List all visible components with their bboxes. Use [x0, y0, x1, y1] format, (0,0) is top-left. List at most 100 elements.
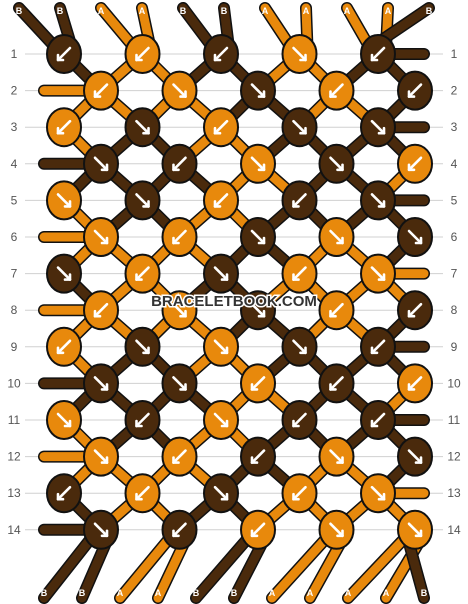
arrow-head-icon — [299, 126, 307, 135]
arrow-head-icon — [292, 419, 300, 428]
arrow-head-icon — [370, 419, 379, 428]
knot — [203, 107, 239, 148]
knot — [360, 107, 396, 148]
arrow-head-icon — [56, 492, 65, 501]
bottom-strand-letter: B — [79, 588, 86, 598]
thread-segment — [191, 531, 255, 603]
arrow-head-icon — [414, 236, 423, 245]
arrow-down-left-icon — [292, 412, 307, 428]
row-number-right: 9 — [451, 340, 458, 354]
thread-segment — [343, 531, 412, 603]
knot — [203, 326, 239, 367]
arrow-head-icon — [142, 346, 150, 355]
knot — [318, 509, 355, 550]
arrow-head-icon — [220, 346, 229, 355]
row-number-left: 14 — [7, 523, 21, 537]
arrow-head-icon — [213, 53, 222, 62]
arrow-down-left-icon — [172, 156, 187, 172]
arrow-head-icon — [250, 383, 259, 391]
row-number-right: 3 — [451, 120, 458, 134]
arrow-head-icon — [329, 90, 337, 98]
arrow-down-right-icon — [329, 449, 344, 464]
arrow-down-left-icon — [407, 376, 423, 391]
arrow-down-left-icon — [250, 522, 266, 538]
arrow-head-icon — [93, 309, 102, 318]
knot — [124, 473, 161, 514]
arrow-head-icon — [172, 456, 180, 464]
arrow-down-left-icon — [56, 46, 72, 62]
knot — [240, 70, 276, 111]
arrow-down-right-icon — [370, 266, 386, 281]
row-number-left: 10 — [7, 376, 21, 390]
arrow-down-right-icon — [93, 156, 109, 172]
knot — [318, 217, 355, 257]
bottom-strand-letter: A — [269, 588, 276, 598]
arrow-head-icon — [172, 236, 180, 245]
arrow-head-icon — [336, 456, 344, 464]
knots — [46, 34, 433, 550]
arrow-down-right-icon — [250, 83, 266, 98]
arrow-head-icon — [100, 456, 109, 464]
knot — [203, 400, 239, 440]
arrow-head-icon — [135, 273, 143, 281]
top-strand-letter: A — [303, 6, 310, 16]
knot — [360, 34, 396, 74]
arrow-head-icon — [414, 529, 423, 538]
arrow-head-icon — [220, 419, 229, 428]
arrow-down-right-icon — [56, 193, 72, 208]
arrow-head-icon — [336, 236, 344, 245]
knot — [397, 217, 433, 257]
row-number-right: 4 — [451, 157, 458, 171]
arrow-down-right-icon — [329, 229, 344, 245]
arrow-head-icon — [250, 529, 259, 538]
row-number-left: 6 — [11, 230, 18, 244]
arrow-head-icon — [135, 53, 143, 62]
knot — [281, 180, 318, 221]
knot — [83, 143, 119, 184]
arrow-head-icon — [329, 383, 337, 391]
arrow-head-icon — [213, 126, 222, 135]
top-strand-letter: B — [221, 6, 228, 16]
arrow-down-left-icon — [329, 302, 344, 318]
arrow-head-icon — [370, 53, 379, 62]
arrow-head-icon — [292, 492, 300, 501]
knot — [397, 290, 433, 331]
arrow-down-right-icon — [93, 229, 109, 245]
knot — [161, 509, 198, 550]
arrow-down-left-icon — [250, 376, 266, 391]
bottom-strand-letter: B — [193, 588, 200, 598]
row-number-right: 6 — [451, 230, 458, 244]
top-strand-letter: B — [180, 6, 187, 16]
row-number-left: 3 — [11, 120, 18, 134]
arrow-head-icon — [56, 346, 65, 355]
arrow-down-left-icon — [135, 485, 150, 501]
knot — [360, 253, 396, 294]
knot — [161, 217, 198, 257]
bottom-strand-letter: B — [41, 588, 48, 598]
arrow-head-icon — [63, 200, 72, 208]
arrow-down-left-icon — [292, 485, 307, 501]
arrow-head-icon — [292, 273, 300, 281]
arrow-down-right-icon — [292, 119, 307, 135]
arrow-down-right-icon — [93, 376, 109, 391]
top-strand-letter: B — [57, 6, 64, 16]
row-number-right: 8 — [451, 303, 458, 317]
top-strand-letter: A — [385, 6, 392, 16]
thread-segment — [39, 531, 98, 603]
arrow-down-right-icon — [213, 485, 229, 501]
arrow-down-left-icon — [56, 339, 72, 355]
knot — [240, 436, 276, 477]
arrow-head-icon — [377, 273, 386, 281]
arrow-down-right-icon — [135, 193, 150, 208]
knot — [161, 363, 198, 404]
thread-segment — [267, 531, 333, 603]
row-number-left: 11 — [8, 413, 21, 427]
thread-segment — [14, 3, 61, 53]
bottom-strand-letter: B — [231, 588, 238, 598]
knot — [318, 436, 355, 477]
row-number-right: 2 — [451, 84, 458, 98]
knot — [83, 290, 119, 331]
arrow-head-icon — [250, 456, 259, 464]
